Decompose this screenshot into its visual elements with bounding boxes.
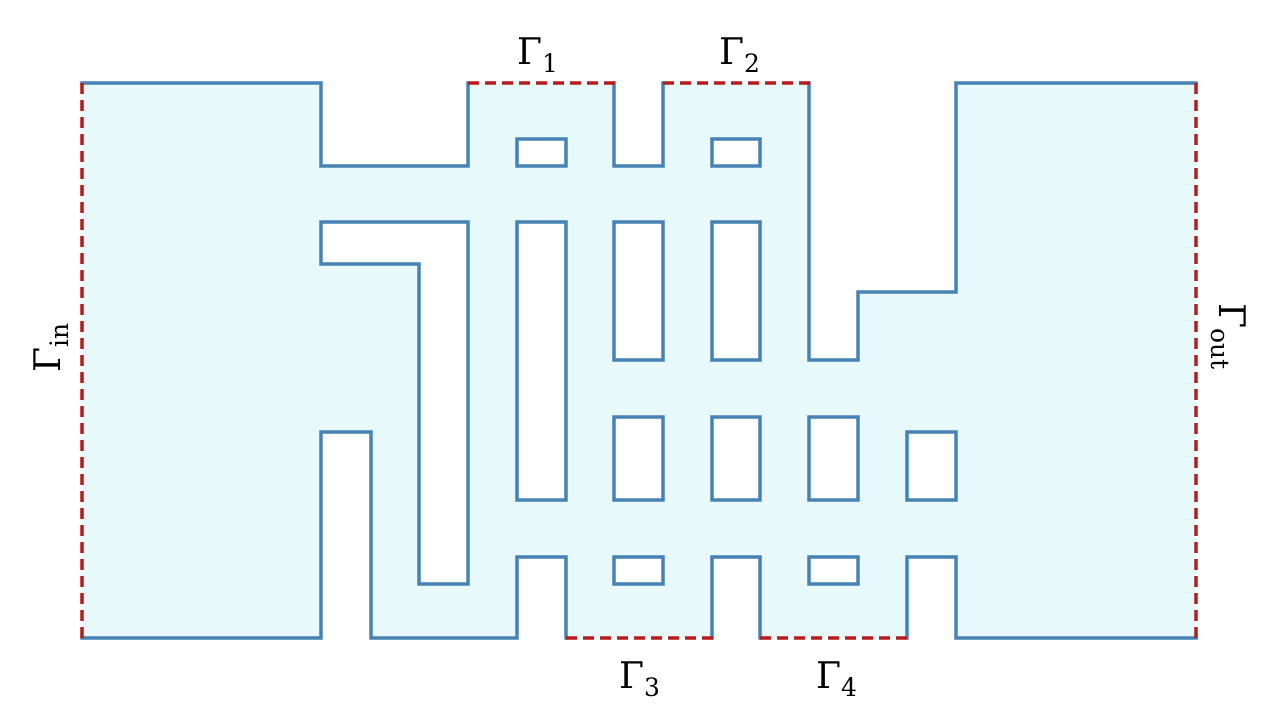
obstacle-lower-rect-4: [905, 430, 958, 502]
label-gamma1: Γ1: [517, 32, 558, 78]
obstacle-lower-rect-1: [612, 415, 665, 502]
obstacle-long-bar: [515, 220, 568, 502]
wall-top-middle: [612, 81, 665, 168]
obstacle-lower-rect-3: [807, 415, 860, 502]
label-gamma3: Γ3: [619, 656, 660, 702]
obstacle-top-small-2: [710, 137, 762, 168]
label-gamma4: Γ4: [816, 656, 857, 702]
wall-bottom-left: [80, 430, 568, 640]
label-outlet: Γout: [1205, 303, 1251, 369]
obstacle-bottom-small-1: [612, 555, 665, 586]
wall-bottom-right: [905, 555, 1198, 640]
wall-bottom-middle: [710, 555, 762, 640]
obstacle-bottom-small-2: [807, 555, 860, 586]
label-inlet: Γin: [28, 323, 74, 372]
label-gamma2: Γ2: [719, 32, 760, 78]
obstacle-upper-rect-1: [612, 220, 665, 362]
obstacle-upper-rect-2: [710, 220, 762, 362]
obstacle-l-shape: [319, 220, 470, 586]
obstacle-lower-rect-2: [710, 415, 762, 502]
wall-top-left: [80, 81, 470, 168]
obstacle-top-small-1: [515, 137, 568, 168]
wall-top-right: [807, 81, 1198, 362]
